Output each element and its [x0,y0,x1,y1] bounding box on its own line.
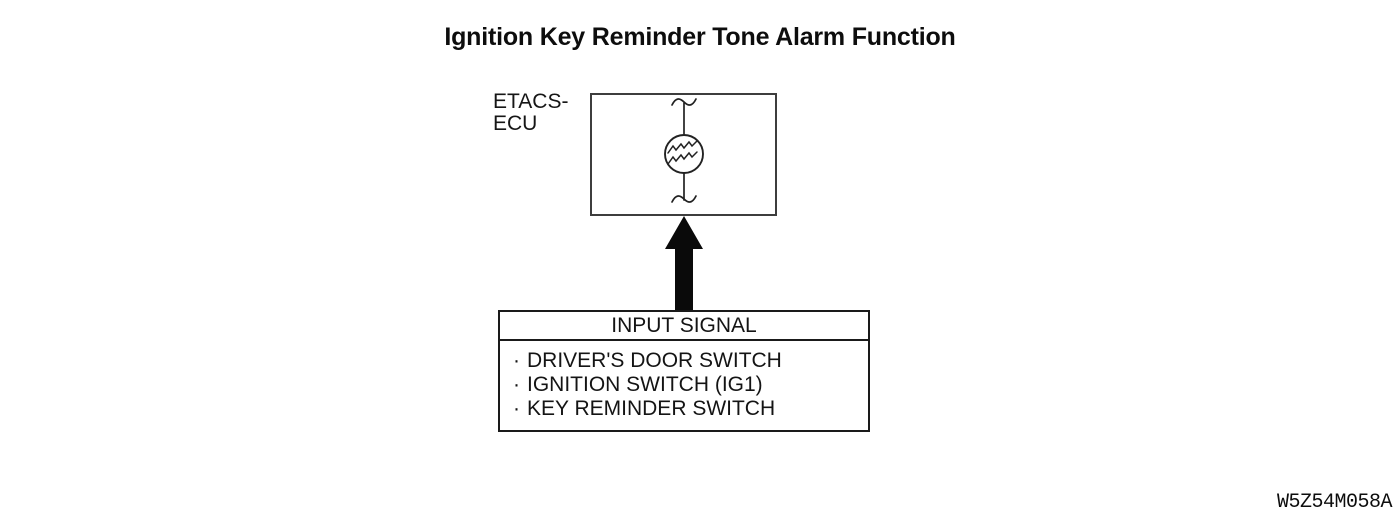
arrow-up-shape [665,216,703,310]
zigzag-lower [667,151,698,165]
bullet-icon: · [513,349,520,372]
input-signal-item-label: IGNITION SWITCH (IG1) [527,373,763,396]
figure-code: W5Z54M058A [1277,491,1393,514]
input-signal-list: · DRIVER'S DOOR SWITCH · IGNITION SWITCH (… [500,341,868,421]
input-signal-item-label: KEY REMINDER SWITCH [527,397,776,420]
input-signal-box: INPUT SIGNAL · DRIVER'S DOOR SWITCH · IGNI… [498,310,870,432]
arrow-up-icon [665,216,703,310]
input-signal-item: · KEY REMINDER SWITCH [513,397,868,421]
wire-break-tilde-top [671,98,697,106]
input-signal-item-label: DRIVER'S DOOR SWITCH [527,349,782,372]
input-signal-item: · IGNITION SWITCH (IG1) [513,373,868,397]
input-signal-item: · DRIVER'S DOOR SWITCH [513,349,868,373]
bullet-icon: · [513,373,520,396]
buzzer-icon [664,98,704,203]
input-signal-header: INPUT SIGNAL [500,312,868,341]
diagram-title: Ignition Key Reminder Tone Alarm Functio… [444,23,956,51]
ecu-label: ETACS- ECU [493,90,569,135]
wire-break-tilde-bottom [671,195,697,203]
zigzag-upper [667,140,698,154]
bullet-icon: · [513,397,520,420]
